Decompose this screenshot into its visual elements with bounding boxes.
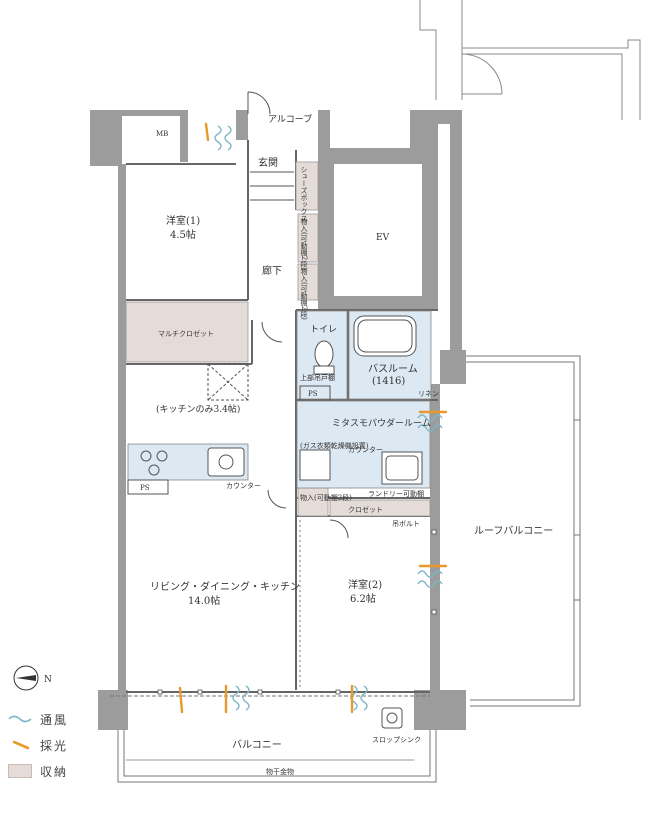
roof-balcony-outline (462, 355, 581, 707)
balcony-outline (110, 520, 437, 783)
label-balcony: バルコニー (232, 739, 282, 751)
label-ev: EV (376, 233, 390, 243)
legend-storage: 収納 (8, 758, 68, 784)
label-slop-sink: スロップシンク (372, 736, 421, 744)
wind-icon (8, 715, 32, 723)
label-western1-size: 4.5帖 (170, 228, 196, 241)
label-western1-name: 洋室(1) (166, 214, 200, 227)
label-drying-rack: 物干金物 (266, 767, 294, 776)
room-labels: アルコーブ MB 玄関 シューズボックス 洋室(1) 4.5帖 物入(可動棚2段… (140, 113, 553, 776)
label-closet: クロゼット (348, 505, 383, 514)
label-linen: リネン (418, 390, 439, 398)
label-hallway: 廊下 (262, 264, 282, 277)
label-gas-dryer: (ガス衣類乾燥機設置) (300, 441, 369, 450)
label-counter1: カウンター (348, 445, 383, 454)
light-icon (12, 740, 30, 750)
label-powder-room: ミタスモパウダールーム (332, 417, 431, 429)
label-western2-name: 洋室(2) (348, 578, 382, 591)
label-ldk-size: 14.0帖 (188, 594, 220, 607)
label-mb: MB (156, 130, 168, 138)
legend-light: 採光 (8, 732, 68, 758)
label-multi-closet: マルチクロゼット (158, 329, 214, 338)
label-toilet-shelf: 上部吊戸棚 (300, 373, 335, 382)
storage-swatch (8, 764, 32, 778)
label-alcove: アルコーブ (268, 113, 312, 125)
wind-arrows (214, 125, 443, 711)
label-ldk-name: リビング・ダイニング・キッチン (150, 580, 300, 593)
label-ps1: PS (308, 390, 318, 398)
label-storage-b: 物入(可動棚2段) (300, 267, 308, 320)
compass-label: N (44, 675, 52, 685)
interior-walls (126, 140, 438, 693)
label-kitchen-only: (キッチンのみ3.4帖) (156, 403, 240, 415)
window-markers (157, 529, 437, 695)
label-bathroom-name: バスルーム (368, 363, 418, 375)
label-western2-size: 6.2帖 (350, 592, 376, 605)
label-bathroom-size: (1416) (372, 376, 405, 387)
label-laundry-shelf: ランドリー可動棚 (368, 489, 424, 498)
label-ps2: PS (140, 484, 150, 492)
legend: 通風 採光 収納 (8, 706, 68, 784)
label-storage-a: 物入(可動棚2段) (300, 217, 308, 270)
light-arrows (178, 122, 448, 714)
legend-storage-label: 収納 (40, 764, 69, 779)
walls (90, 110, 466, 730)
legend-wind: 通風 (8, 706, 68, 732)
label-storage-c: 物入(可動棚2段) (300, 493, 352, 502)
compass-icon: N (13, 665, 52, 691)
legend-wind-label: 通風 (40, 712, 69, 727)
label-shoe-box: シューズボックス (300, 166, 308, 222)
label-counter2: カウンター (226, 481, 261, 490)
label-entrance: 玄関 (258, 156, 278, 169)
label-roof-balcony: ルーフバルコニー (474, 525, 553, 537)
legend-light-label: 採光 (40, 738, 69, 753)
label-hanging-bolt: 吊ボルト (392, 520, 420, 528)
label-toilet: トイレ (310, 325, 337, 335)
fixtures (127, 91, 423, 729)
storage-areas (125, 161, 431, 517)
